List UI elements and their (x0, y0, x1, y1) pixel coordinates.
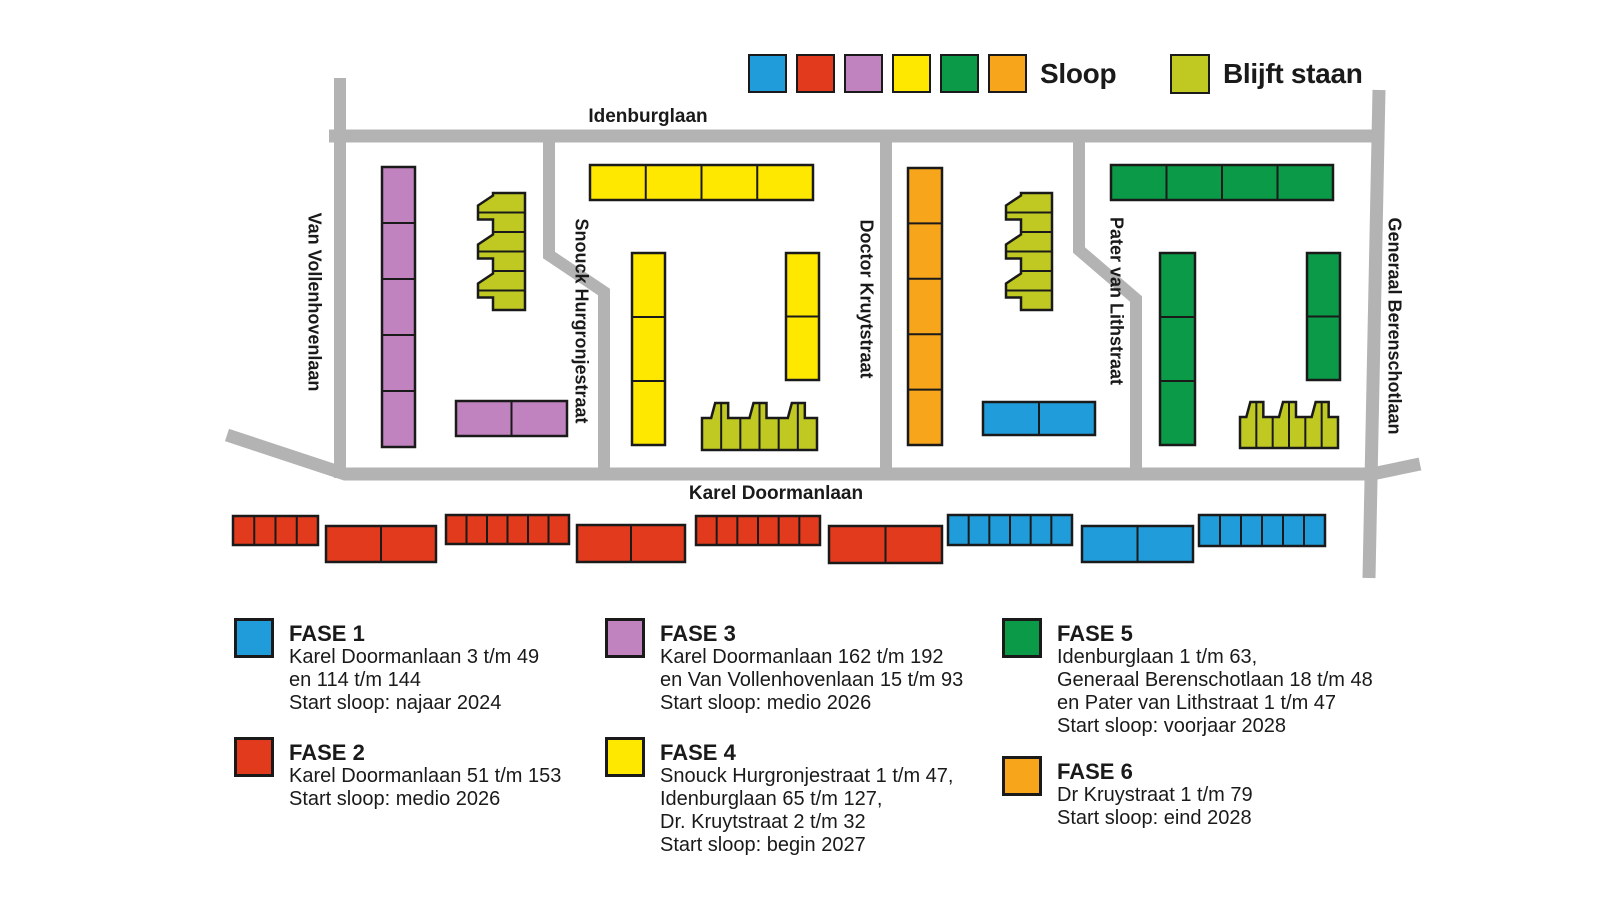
fase-swatch (234, 618, 274, 658)
street-label: Idenburglaan (588, 106, 708, 127)
legend-swatch-red (796, 54, 835, 93)
fase-line: en Van Vollenhovenlaan 15 t/m 93 (660, 669, 964, 691)
fase-line: Karel Doormanlaan 162 t/m 192 (660, 646, 944, 668)
street-label: Generaal Berenschotlaan (1384, 217, 1405, 435)
building (1305, 251, 1342, 382)
street-generaal-berenschotlaan (1362, 89, 1386, 579)
fase-line: Idenburglaan 65 t/m 127, (660, 788, 883, 810)
sloop-label: Sloop (1040, 57, 1117, 89)
fase-title: FASE 1 (289, 621, 365, 646)
building (784, 251, 821, 382)
building (946, 513, 1074, 547)
street-label: Snouck Hurgronjestraat (571, 218, 592, 424)
blijft-staan-label: Blijft staan (1223, 58, 1363, 89)
fase-line: Dr. Kruytstraat 2 t/m 32 (660, 811, 866, 833)
fase-swatch (1002, 756, 1042, 796)
fase-line: Start sloop: voorjaar 2028 (1057, 715, 1287, 737)
fase-swatch (605, 737, 645, 777)
street-pater-van-lithstraat (1073, 130, 1142, 480)
street-karel-doormanlaan (224, 428, 1422, 481)
legend-swatch-yellow (892, 54, 931, 93)
building (444, 513, 571, 546)
street-snouck-hurgronjestraat (543, 130, 610, 480)
building (630, 251, 667, 447)
building (827, 524, 944, 565)
fase-line: Start sloop: medio 2026 (289, 788, 501, 810)
fase-swatch (605, 618, 645, 658)
fase-swatch (234, 737, 274, 777)
fase-line: Snouck Hurgronjestraat 1 t/m 47, (660, 765, 954, 787)
building (588, 163, 815, 202)
fase-title: FASE 6 (1057, 759, 1133, 784)
legend-swatch-blue (748, 54, 787, 93)
legend-sloop: Sloop (748, 54, 1117, 93)
fase-line: Start sloop: begin 2027 (660, 834, 866, 856)
building (454, 399, 569, 438)
legend-swatch-olive (1170, 54, 1210, 94)
street-label: Pater van Lithstraat (1106, 216, 1127, 386)
fase-line: en 114 t/m 144 (289, 669, 421, 691)
street-label: Doctor Kruytstraat (856, 219, 877, 379)
fase-line: Karel Doormanlaan 51 t/m 153 (289, 765, 562, 787)
fase-line: Idenburglaan 1 t/m 63, (1057, 646, 1258, 668)
fase-line: en Pater van Lithstraat 1 t/m 47 (1057, 692, 1337, 714)
building-comb (700, 401, 819, 452)
fase-line: Dr Kruystraat 1 t/m 79 (1057, 784, 1253, 806)
building-comb (1004, 191, 1054, 312)
legend-blijft-staan: Blijft staan (1170, 54, 1363, 94)
building (906, 166, 944, 447)
fase-line: Start sloop: najaar 2024 (289, 692, 502, 714)
building (981, 400, 1097, 437)
fase-title: FASE 5 (1057, 621, 1133, 646)
street-label: Van Vollenhovenlaan (304, 212, 325, 392)
legend-swatch-orange (988, 54, 1027, 93)
building (1158, 251, 1197, 447)
building (1080, 524, 1195, 564)
legend-swatch-green (940, 54, 979, 93)
fase-line: Karel Doormanlaan 3 t/m 49 (289, 646, 540, 668)
fase-line: Generaal Berenschotlaan 18 t/m 48 (1057, 669, 1373, 691)
building (1109, 163, 1335, 202)
building (575, 523, 687, 564)
fase-title: FASE 3 (660, 621, 736, 646)
fase-line: Start sloop: eind 2028 (1057, 807, 1252, 829)
building (231, 514, 320, 547)
fase-title: FASE 4 (660, 740, 736, 765)
legend-swatch-purple (844, 54, 883, 93)
fase-title: FASE 2 (289, 740, 365, 765)
building-comb (476, 191, 527, 312)
building (380, 165, 417, 449)
building (1197, 513, 1327, 548)
fase-line: Start sloop: medio 2026 (660, 692, 872, 714)
building-comb (1238, 400, 1340, 450)
building (324, 524, 438, 564)
street-label: Karel Doormanlaan (688, 483, 864, 504)
fase-swatch (1002, 618, 1042, 658)
building (694, 514, 822, 547)
